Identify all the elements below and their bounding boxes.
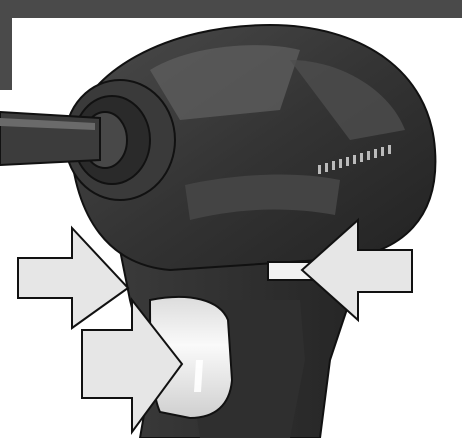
tool-shaft: [0, 112, 100, 165]
